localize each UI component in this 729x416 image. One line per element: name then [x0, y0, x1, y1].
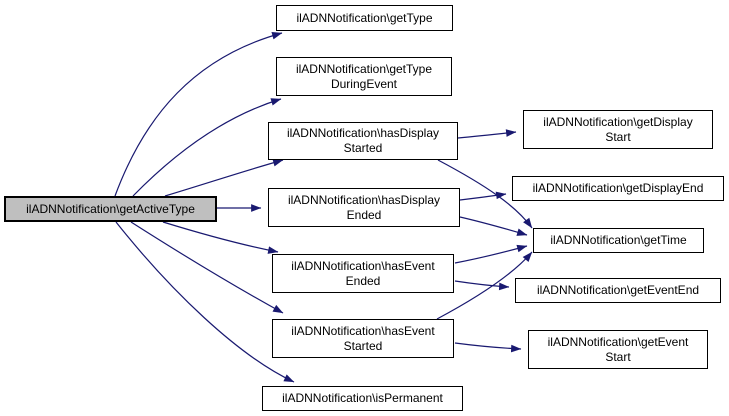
edge-getActiveType-to-hasEventEnded [162, 221, 279, 254]
edge-hasEventStarted-to-getTime [436, 251, 533, 320]
node-label: Ended [346, 207, 382, 222]
node-label: Start [605, 349, 631, 364]
edge-hasEventEnded-to-getEventEnd [454, 280, 510, 291]
node-label: DuringEvent [330, 76, 398, 91]
node-getActiveType[interactable]: ilADNNotification\getActiveType [4, 196, 217, 222]
edge-getActiveType-to-getType [114, 31, 283, 197]
node-getTypeDuringEvent[interactable]: ilADNNotification\getType DuringEvent [276, 57, 452, 96]
node-getDisplayStart[interactable]: ilADNNotification\getDisplay Start [523, 110, 713, 149]
edge-hasEventStarted-to-getEventStart [454, 342, 522, 353]
node-isPermanent[interactable]: ilADNNotification\isPermanent [262, 386, 463, 411]
node-label: ilADNNotification\hasDisplay [286, 126, 440, 140]
node-label: ilADNNotification\isPermanent [282, 391, 443, 405]
node-label: ilADNNotification\hasDisplay [287, 192, 441, 207]
node-getEventStart[interactable]: ilADNNotification\getEvent Start [528, 330, 708, 369]
node-label: Ended [345, 273, 381, 288]
node-label: ilADNNotification\hasEvent [291, 258, 435, 273]
node-getEventEnd[interactable]: ilADNNotification\getEventEnd [515, 278, 721, 303]
edge-hasEventEnded-to-getTime [454, 244, 528, 264]
edge-getActiveType-to-hasDisplayStarted [164, 159, 284, 197]
node-getType[interactable]: ilADNNotification\getType [276, 5, 453, 31]
node-hasDisplayStarted[interactable]: ilADNNotification\hasDisplay Started [268, 122, 458, 160]
node-label: ilADNNotification\getType [296, 10, 433, 25]
node-getDisplayEnd[interactable]: ilADNNotification\getDisplayEnd [512, 176, 724, 201]
edge-hasDisplayEnded-to-getDisplayEnd [459, 191, 507, 201]
node-label: ilADNNotification\getEvent [547, 334, 689, 349]
node-label: ilADNNotification\getType [295, 61, 433, 76]
node-label: Started [343, 141, 383, 155]
node-label: ilADNNotification\getEventEnd [536, 283, 700, 297]
edge-hasDisplayStarted-to-getDisplayStart [457, 129, 517, 139]
node-hasDisplayEnded[interactable]: ilADNNotification\hasDisplay Ended [268, 188, 460, 227]
node-label: ilADNNotification\hasEvent [291, 323, 435, 338]
edge-getActiveType-to-getTypeDuringEvent [132, 98, 282, 197]
edge-getActiveType-to-hasEventStarted [130, 221, 284, 314]
node-hasEventStarted[interactable]: ilADNNotification\hasEvent Started [272, 319, 454, 358]
node-label: ilADNNotification\getTime [550, 233, 687, 247]
node-label: ilADNNotification\getDisplay [543, 114, 693, 129]
node-label: Started [343, 338, 383, 353]
node-hasEventEnded[interactable]: ilADNNotification\hasEvent Ended [272, 254, 454, 293]
node-label: Start [605, 129, 631, 144]
edge-getActiveType-to-isPermanent [115, 221, 295, 383]
edge-hasDisplayEnded-to-getTime [459, 216, 528, 236]
node-label: ilADNNotification\getDisplayEnd [532, 181, 704, 195]
node-getTime[interactable]: ilADNNotification\getTime [533, 228, 704, 253]
node-label: ilADNNotification\getActiveType [26, 201, 195, 216]
